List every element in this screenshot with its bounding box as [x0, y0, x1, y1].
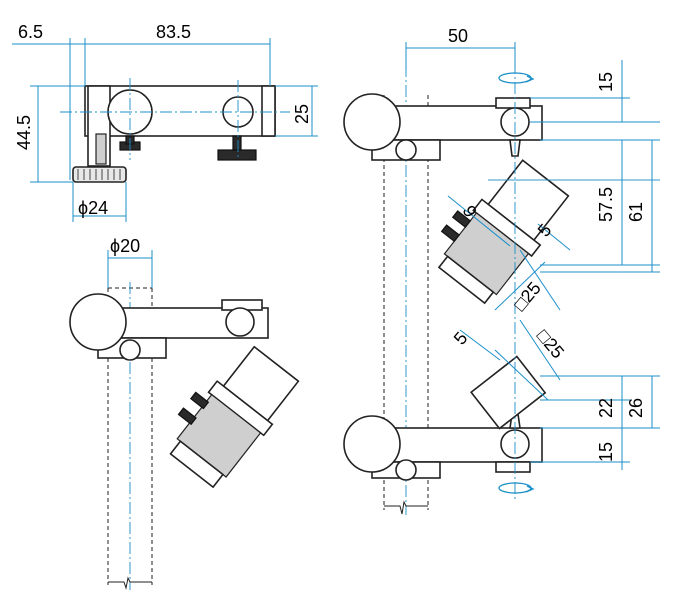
dim-15-top: 15 — [596, 72, 616, 92]
screw-right — [217, 149, 257, 161]
right-view: 50 15 57.5 61 22 26 15 9 5 □25 5 — [343, 26, 660, 515]
dim-sq25-lower: □25 — [533, 326, 568, 363]
lower-stage-bracket — [470, 355, 547, 430]
dim-phi-24: ϕ24 — [78, 198, 108, 218]
end-cap — [261, 85, 276, 137]
dim-25: 25 — [292, 104, 312, 124]
dim-15-bottom: 15 — [596, 442, 616, 462]
lower-small-circle — [395, 459, 417, 481]
lower-bottom-cap — [495, 461, 531, 473]
upper-small-circle — [395, 139, 417, 161]
screw-right-neck — [232, 135, 242, 151]
dim-61: 61 — [626, 202, 646, 222]
bottom-left-view: ϕ20 — [69, 236, 300, 590]
dim-26: 26 — [626, 398, 646, 418]
top-left-view: 6.5 83.5 44.5 25 ϕ24 — [12, 22, 318, 222]
dim-5-lower: 5 — [450, 328, 472, 349]
dim-22: 22 — [596, 398, 616, 418]
small-circle — [119, 339, 141, 361]
dim-83-5: 83.5 — [156, 22, 191, 42]
lower-clamp-circle — [343, 415, 401, 473]
pivot-circle — [225, 307, 255, 337]
post-shaft — [95, 133, 107, 165]
upper-stage-bottom — [437, 255, 495, 305]
base-knob — [72, 166, 127, 183]
dim-6-5: 6.5 — [18, 22, 43, 42]
dim-44-5: 44.5 — [14, 115, 34, 150]
clamp-circle — [69, 293, 127, 351]
stage-bottom — [169, 440, 225, 489]
dim-50: 50 — [448, 26, 468, 46]
upper-clamp-circle — [343, 93, 401, 151]
upper-top-cap — [495, 97, 531, 109]
dim-phi-20: ϕ20 — [110, 236, 140, 256]
dim-57-5: 57.5 — [596, 187, 616, 222]
